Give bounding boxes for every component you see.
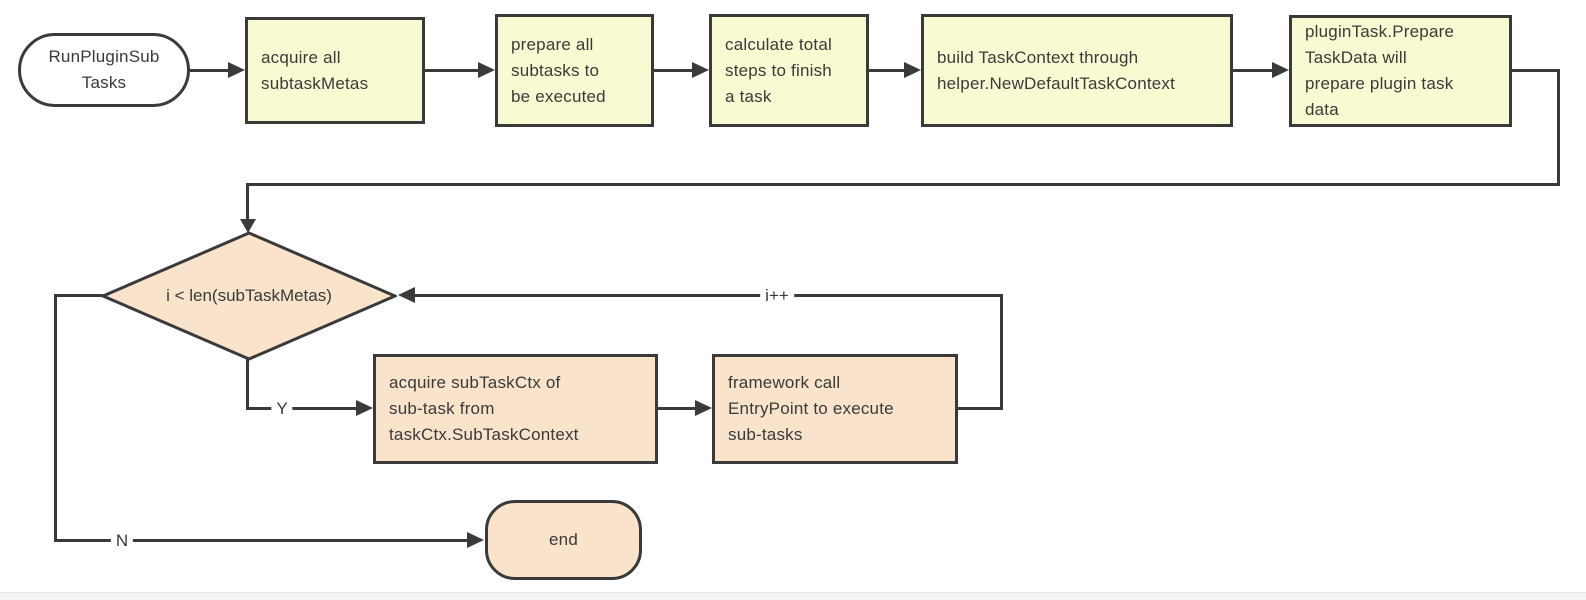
arrow-right-icon (695, 400, 712, 416)
process-acquire-subtask-ctx: acquire subTaskCtx of sub-task from task… (373, 354, 658, 464)
arrow-down-icon (240, 219, 256, 233)
edge-label-yes: Y (271, 398, 293, 420)
process-label: acquire all subtaskMetas (261, 47, 369, 93)
flow-line (246, 183, 1560, 186)
arrow-right-icon (228, 62, 245, 78)
end-node: end (485, 500, 642, 580)
edge-label-no: N (110, 530, 134, 552)
diamond-shape (101, 231, 397, 361)
process-build-task-context: build TaskContext through helper.NewDefa… (921, 14, 1233, 127)
flow-line (1512, 69, 1560, 72)
flow-line (246, 357, 249, 410)
process-calculate-steps: calculate total steps to finish a task (709, 14, 869, 127)
process-label: prepare all subtasks to be executed (511, 34, 606, 106)
decision-loop-condition: i < len(subTaskMetas) (101, 231, 397, 361)
flow-line (425, 69, 480, 72)
process-label: calculate total steps to finish a task (725, 34, 832, 106)
flow-line (190, 69, 230, 72)
arrow-right-icon (478, 62, 495, 78)
end-node-label: end (549, 530, 578, 549)
flow-line (246, 407, 358, 410)
flow-line (958, 407, 1003, 410)
process-prepare-task-data: pluginTask.Prepare TaskData will prepare… (1289, 15, 1512, 127)
process-label: acquire subTaskCtx of sub-task from task… (389, 373, 579, 444)
decision-label: i < len(subTaskMetas) (166, 286, 332, 305)
process-label: pluginTask.Prepare TaskData will prepare… (1305, 22, 1455, 119)
edge-label-increment: i++ (760, 285, 794, 307)
flow-line (654, 69, 694, 72)
process-prepare-subtasks: prepare all subtasks to be executed (495, 14, 654, 127)
arrow-right-icon (1272, 62, 1289, 78)
flow-line (54, 539, 467, 542)
flow-line (54, 294, 103, 297)
arrow-right-icon (356, 400, 373, 416)
arrow-left-icon (398, 287, 415, 303)
arrow-right-icon (692, 62, 709, 78)
process-acquire-subtask-metas: acquire all subtaskMetas (245, 17, 425, 124)
process-call-entrypoint: framework call EntryPoint to execute sub… (712, 354, 958, 464)
start-node-label: RunPluginSub Tasks (48, 47, 160, 92)
process-label: build TaskContext through helper.NewDefa… (937, 47, 1176, 93)
flow-line (1000, 294, 1003, 410)
flow-line (869, 69, 906, 72)
flow-line (54, 294, 57, 542)
page-footer-strip (0, 592, 1586, 600)
arrow-right-icon (467, 532, 484, 548)
flow-line (658, 407, 697, 410)
arrow-right-icon (904, 62, 921, 78)
flow-line (1557, 69, 1560, 186)
process-label: framework call EntryPoint to execute sub… (728, 373, 894, 444)
start-node: RunPluginSub Tasks (18, 33, 190, 107)
flow-line (413, 294, 1003, 297)
flow-line (1233, 69, 1274, 72)
flow-line (246, 183, 249, 221)
